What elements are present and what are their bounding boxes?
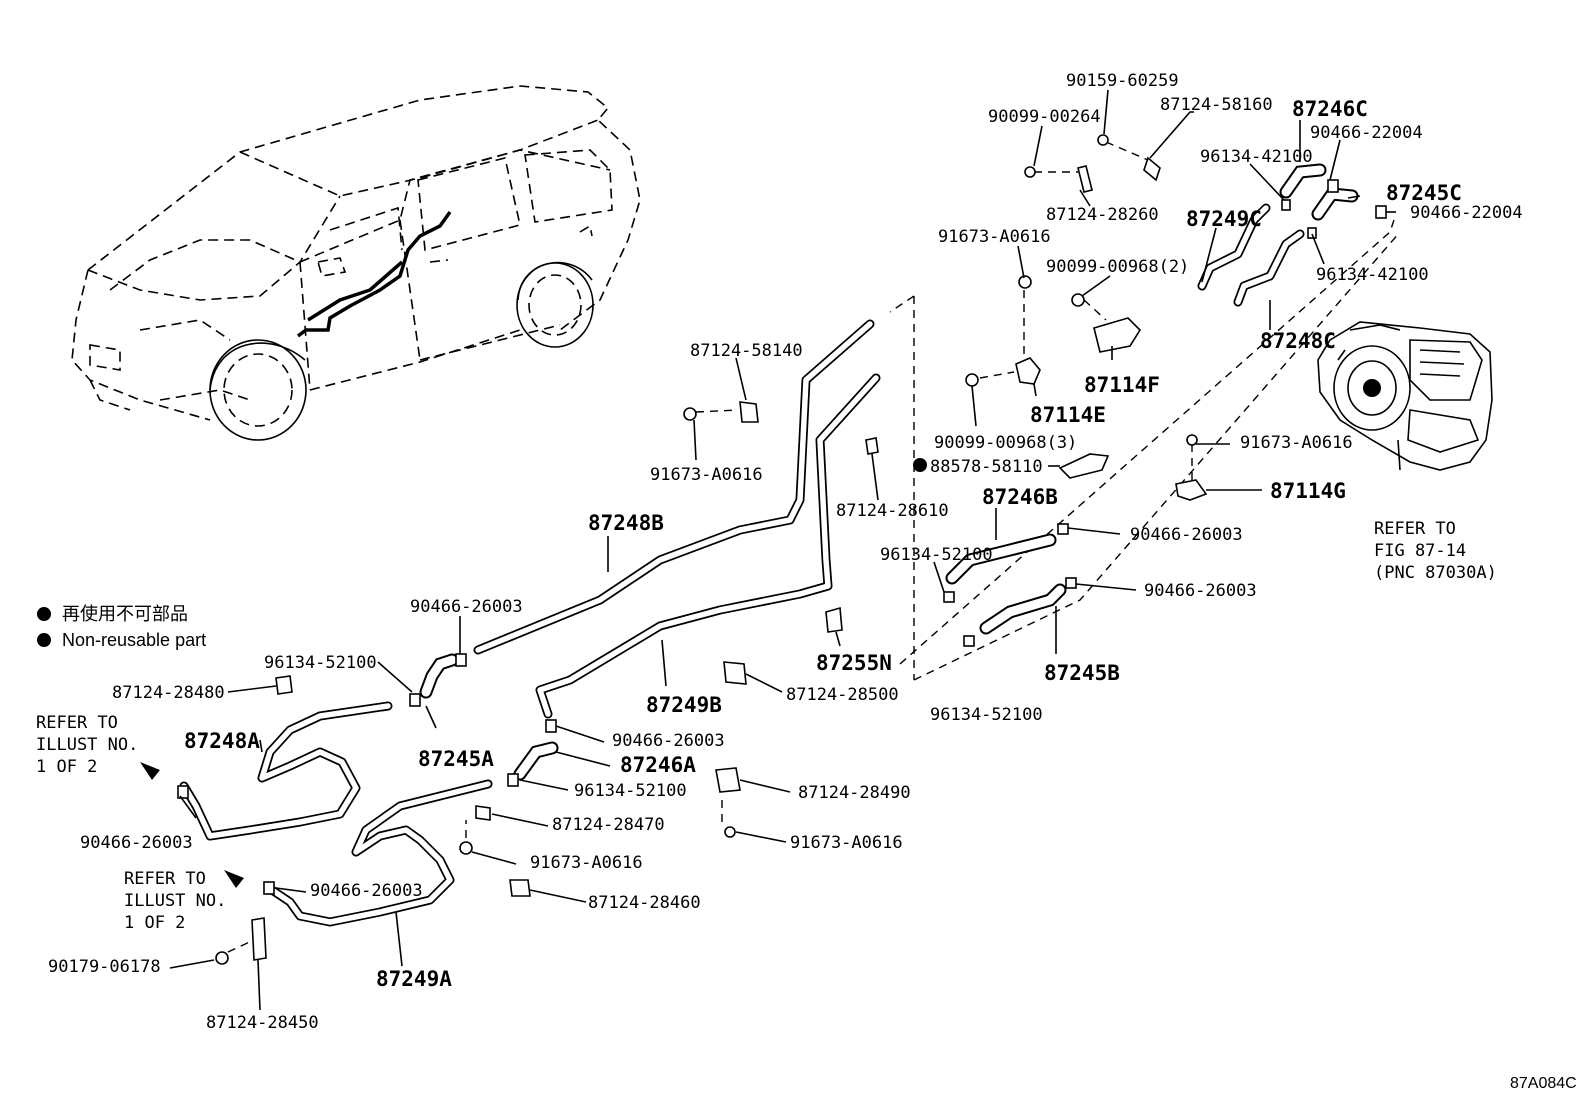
callout-90099-00264: 90099-00264: [988, 107, 1101, 127]
callout-90466-26003-a: 90466-26003: [1130, 525, 1243, 545]
legend-text-en: Non-reusable part: [62, 630, 206, 650]
callout-87249C: 87249C: [1186, 207, 1262, 231]
legend-bullet-jp: [37, 607, 51, 621]
refer-illust-note-2-line1: REFER TO: [124, 869, 206, 889]
callout-90099-00968-3: 90099-00968(3): [934, 433, 1077, 453]
figure-code: 87A084C: [1510, 1075, 1577, 1092]
callout-87124-58160: 87124-58160: [1160, 95, 1273, 115]
dashed-guides: [227, 141, 1401, 953]
callout-87124-58140: 87124-58140: [690, 341, 803, 361]
callout-87124-28500: 87124-28500: [786, 685, 899, 705]
callout-87255N: 87255N: [816, 651, 892, 675]
pipes: [179, 203, 1305, 927]
callout-labels: 90159-60259 87124-58160 90099-00264 8724…: [48, 71, 1523, 1033]
legend-text-jp: 再使用不可部品: [62, 604, 188, 624]
callout-87246B: 87246B: [982, 485, 1058, 509]
callout-87245C: 87245C: [1386, 181, 1462, 205]
callout-91673-A0616-c: 91673-A0616: [1240, 433, 1353, 453]
callout-87124-28460: 87124-28460: [588, 893, 701, 913]
callout-88578-58110: 88578-58110: [930, 457, 1043, 477]
callout-87249B: 87249B: [646, 693, 722, 717]
vehicle-illustration: [71, 85, 641, 441]
callout-90099-00968-2: 90099-00968(2): [1046, 257, 1189, 277]
callout-91673-A0616-d: 91673-A0616: [790, 833, 903, 853]
leader-lines: [169, 89, 1396, 1011]
callout-96134-52100-a: 96134-52100: [880, 545, 993, 565]
refer-illust-note-1-line1: REFER TO: [36, 713, 118, 733]
legend-bullet-en: [37, 633, 51, 647]
callout-91673-A0616-e: 91673-A0616: [530, 853, 643, 873]
refer-illust-note-2-line3: 1 OF 2: [124, 913, 185, 933]
callout-87246A: 87246A: [620, 753, 696, 777]
callout-90466-26003-e: 90466-26003: [80, 833, 193, 853]
callout-90466-26003-b: 90466-26003: [1144, 581, 1257, 601]
callout-91673-A0616-a: 91673-A0616: [938, 227, 1051, 247]
callout-87248B: 87248B: [588, 511, 664, 535]
refer-illust-note-2-line2: ILLUST NO.: [124, 891, 226, 911]
refer-illust-note-1-line2: ILLUST NO.: [36, 735, 138, 755]
callout-96134-42100: 96134-42100: [1200, 147, 1313, 167]
callout-96134-52100-c: 96134-52100: [264, 653, 377, 673]
callout-87114E: 87114E: [1030, 403, 1106, 427]
callout-87124-28610: 87124-28610: [836, 501, 949, 521]
callout-87114F: 87114F: [1084, 373, 1160, 397]
hoses: [419, 163, 1359, 781]
callout-96134-42100-b: 96134-42100: [1316, 265, 1429, 285]
callout-96134-52100-b: 96134-52100: [930, 705, 1043, 725]
reference-notes: REFER TO ILLUST NO. 1 OF 2 REFER TO ILLU…: [36, 519, 1497, 933]
refer-fig-note-line3: (PNC 87030A): [1374, 563, 1497, 583]
callout-87248A: 87248A: [184, 729, 260, 753]
callout-87124-28480: 87124-28480: [112, 683, 225, 703]
callout-90179-06178: 90179-06178: [48, 957, 161, 977]
callout-87114G: 87114G: [1270, 479, 1346, 503]
callout-90159-60259: 90159-60259: [1066, 71, 1179, 91]
callout-91673-A0616-b: 91673-A0616: [650, 465, 763, 485]
small-parts: [140, 134, 1387, 965]
callout-90466-22004: 90466-22004: [1310, 123, 1423, 143]
callout-87249A: 87249A: [376, 967, 452, 991]
callout-87124-28450: 87124-28450: [206, 1013, 319, 1033]
callout-90466-22004-b: 90466-22004: [1410, 203, 1523, 223]
rear-ac-unit-illustration: [1317, 321, 1493, 471]
legend: 再使用不可部品 Non-reusable part: [37, 604, 206, 650]
callout-90466-26003-f: 90466-26003: [310, 881, 423, 901]
refer-illust-note-1-line3: 1 OF 2: [36, 757, 97, 777]
callout-87245B: 87245B: [1044, 661, 1120, 685]
refer-fig-note-line2: FIG 87-14: [1374, 541, 1466, 561]
callout-87124-28490: 87124-28490: [798, 783, 911, 803]
callout-90466-26003-c: 90466-26003: [410, 597, 523, 617]
callout-87124-28260: 87124-28260: [1046, 205, 1159, 225]
callout-87245A: 87245A: [418, 747, 494, 771]
callout-96134-52100-d: 96134-52100: [574, 781, 687, 801]
callout-87246C: 87246C: [1292, 97, 1368, 121]
refer-fig-note-line1: REFER TO: [1374, 519, 1456, 539]
callout-87124-28470: 87124-28470: [552, 815, 665, 835]
callout-87248C: 87248C: [1260, 329, 1336, 353]
callout-90466-26003-d: 90466-26003: [612, 731, 725, 751]
